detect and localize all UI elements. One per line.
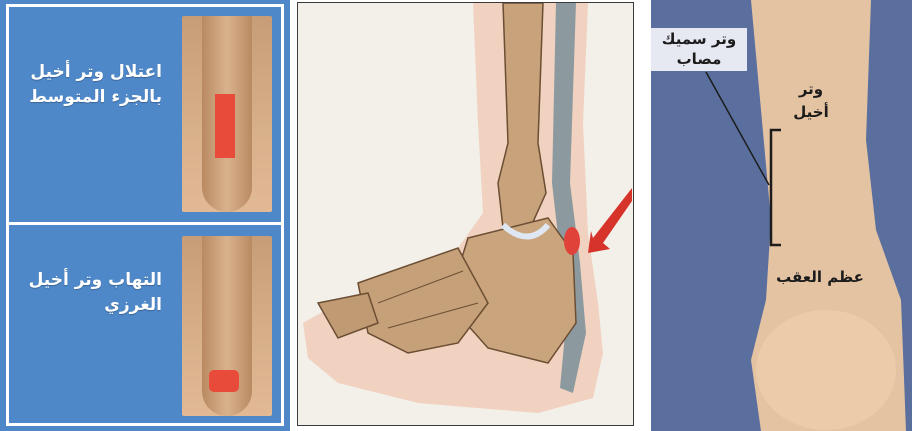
heel-photo-midportion — [182, 16, 272, 212]
ankle-anatomy-illustration — [297, 2, 634, 426]
condition-label-insertional: التهاب وتر أخيل الغرزي — [12, 268, 162, 317]
midportion-highlight — [215, 94, 235, 158]
achilles-tendon-label: وتر أخيل — [781, 78, 841, 123]
condition-label-midportion: اعتلال وتر أخيل بالجزء المتوسط — [12, 60, 162, 109]
panel-divider — [6, 222, 284, 225]
ankle-bones-svg — [298, 3, 632, 424]
thick-tendon-label: وتر سميك مصاب — [651, 28, 747, 71]
inflamed-area — [564, 227, 580, 255]
heel-bone-label: عظم العقب — [765, 266, 875, 289]
left-info-panel: اعتلال وتر أخيل بالجزء المتوسط التهاب وت… — [0, 0, 290, 431]
heel-photo-panel: وتر سميك مصاب وتر أخيل عظم العقب — [651, 0, 912, 431]
red-arrow-icon — [588, 188, 632, 253]
heel-photo-insertional — [182, 236, 272, 416]
insertional-highlight — [209, 370, 239, 392]
